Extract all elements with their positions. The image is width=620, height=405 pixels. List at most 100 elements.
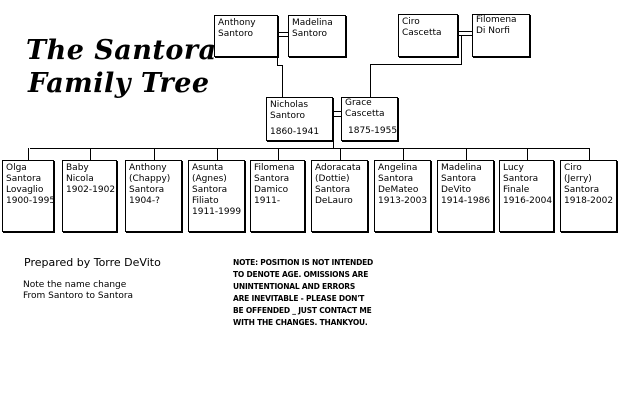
connector	[333, 111, 341, 112]
name-line: Adoracata	[315, 163, 361, 173]
title-line-1: The Santora	[26, 35, 217, 66]
connector	[278, 36, 288, 37]
name-line: Anthony	[129, 163, 167, 173]
name-line: Lucy	[503, 163, 524, 173]
name-line: Cascetta	[345, 109, 385, 119]
connector	[278, 32, 288, 33]
connector	[458, 31, 472, 32]
name-line: Filomena	[476, 15, 517, 25]
name-line: (Dottie)	[315, 174, 350, 184]
name-line: 1904-?	[129, 196, 160, 206]
name-line: 1913-2003	[378, 196, 428, 206]
name-line: Filiato	[192, 196, 219, 206]
name-line: (Agnes)	[192, 174, 227, 184]
name-line: Finale	[503, 185, 530, 195]
note-line: ARE INEVITABLE - PLEASE DON'T	[233, 294, 365, 303]
name-line: DeMateo	[378, 185, 419, 195]
connector	[340, 148, 341, 160]
name-line: Di Norfi	[476, 26, 510, 36]
connector	[403, 148, 404, 160]
connector	[461, 35, 462, 64]
name-line: Madelina	[292, 18, 333, 28]
name-line: Santora	[315, 185, 351, 195]
name-line: Filomena	[254, 163, 295, 173]
title-line-2: Family Tree	[28, 68, 210, 99]
name-line: Nicholas	[270, 100, 309, 110]
note-line: WITH THE CHANGES. THANKYOU.	[233, 318, 368, 327]
name-line: Anthony	[218, 18, 256, 28]
name-line: Santoro	[218, 29, 253, 39]
name-line: Santora	[441, 174, 477, 184]
note-line: UNINTENTIONAL AND ERRORS	[233, 282, 356, 291]
connector	[278, 148, 279, 160]
note-line: BE OFFENDED _ JUST CONTACT ME	[233, 306, 372, 315]
connector	[466, 148, 467, 160]
name-line: Angelina	[378, 163, 418, 173]
name-line: Santora	[192, 185, 228, 195]
disclaimer-note: NOTE: POSITION IS NOT INTENDED TO DENOTE…	[233, 257, 373, 329]
name-line: 1914-1986	[441, 196, 491, 206]
name-line: DeVito	[441, 185, 471, 195]
name-line: Santora	[503, 174, 539, 184]
name-line: Olga	[6, 163, 27, 173]
name-change-note: Note the name change From Santoro to San…	[23, 280, 133, 302]
note-line: Note the name change	[23, 280, 127, 290]
name-line: (Chappy)	[129, 174, 171, 184]
dates: 1860-1941	[270, 127, 320, 137]
name-line: Santoro	[292, 29, 327, 39]
name-line: Madelina	[441, 163, 482, 173]
name-line: Asunta	[192, 163, 224, 173]
name-line: Santora	[564, 185, 600, 195]
connector	[527, 148, 528, 160]
name-line: Santora	[254, 174, 290, 184]
connector	[333, 116, 334, 148]
name-line: 1918-2002	[564, 196, 614, 206]
dates: 1875-1955	[348, 126, 398, 136]
connector	[370, 64, 371, 97]
name-line: Ciro	[402, 17, 420, 27]
note-line: TO DENOTE AGE. OMISSIONS ARE	[233, 270, 369, 279]
name-line: Santora	[378, 174, 414, 184]
name-line: Baby	[66, 163, 89, 173]
name-line: Santora	[6, 174, 42, 184]
connector	[217, 148, 218, 160]
sibling-bar	[30, 148, 590, 149]
name-line: (Jerry)	[564, 174, 592, 184]
connector	[154, 148, 155, 160]
note-line: From Santoro to Santora	[23, 291, 134, 301]
name-line: Santora	[129, 185, 165, 195]
name-line: Santoro	[270, 111, 305, 121]
tree-title: The Santora Family Tree	[26, 34, 217, 100]
name-line: Cascetta	[402, 28, 442, 38]
connector	[589, 148, 590, 160]
name-line: 1911-	[254, 196, 281, 206]
name-line: Nicola	[66, 174, 94, 184]
connector	[458, 35, 472, 36]
note-line: NOTE: POSITION IS NOT INTENDED	[233, 258, 374, 267]
name-line: 1900-1995	[6, 196, 56, 206]
connector	[277, 65, 283, 66]
name-line: 1916-2004	[503, 196, 553, 206]
name-line: Ciro	[564, 163, 582, 173]
name-line: Lovaglio	[6, 185, 44, 195]
name-line: Grace	[345, 98, 372, 108]
connector	[370, 64, 462, 65]
connector	[333, 116, 341, 117]
